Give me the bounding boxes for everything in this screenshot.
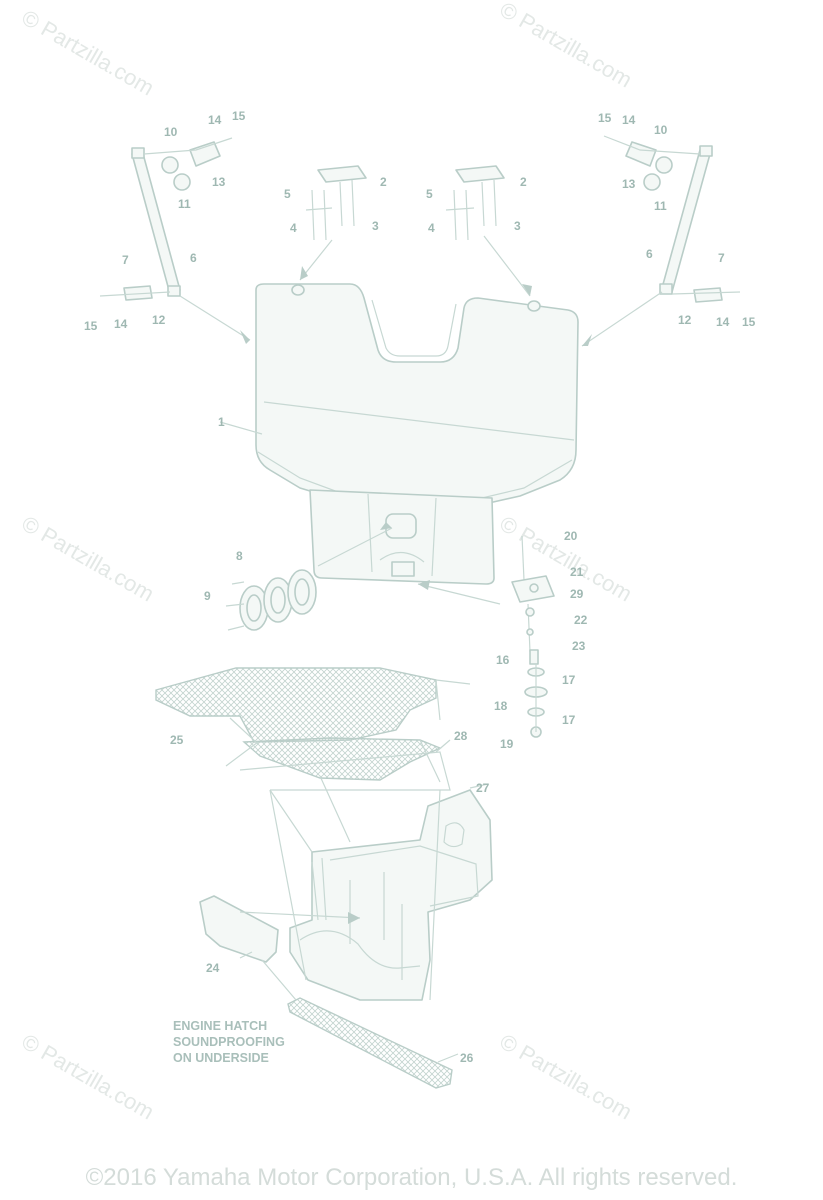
callout-number: 17 — [562, 713, 576, 727]
hinge-brackets — [305, 165, 505, 241]
leader-lines — [179, 235, 663, 1063]
callout-number: 13 — [622, 177, 636, 191]
callout-number: 29 — [570, 587, 584, 601]
callout-number: 6 — [190, 251, 197, 265]
callout-number: 2 — [520, 175, 527, 189]
callout-number: 5 — [426, 187, 433, 201]
callout-number: 8 — [236, 549, 243, 563]
callout-number: 3 — [514, 219, 521, 233]
callout-number: 14 — [716, 315, 730, 329]
side-pads — [199, 895, 453, 1089]
soundproofing-note: ENGINE HATCH SOUNDPROOFING ON UNDERSIDE — [173, 1018, 285, 1066]
callout-number: 16 — [496, 653, 510, 667]
callout-number: 20 — [564, 529, 578, 543]
callout-number: 14 — [208, 113, 222, 127]
callout-numbers: 1 2 2 3 3 4 4 5 5 6 6 7 7 8 9 10 10 11 1… — [84, 109, 756, 1065]
soundproofing-pads — [155, 667, 451, 791]
callout-number: 7 — [122, 253, 129, 267]
gas-struts — [131, 145, 713, 297]
callout-number: 15 — [742, 315, 756, 329]
callout-number: 28 — [454, 729, 468, 743]
callout-number: 18 — [494, 699, 508, 713]
callout-number: 11 — [654, 199, 667, 213]
watermark: © Partzilla.com — [496, 1029, 637, 1125]
watermark: © Partzilla.com — [18, 1029, 159, 1125]
callout-number: 2 — [380, 175, 387, 189]
callout-number: 11 — [178, 197, 191, 211]
callout-number: 24 — [206, 961, 220, 975]
callout-number: 25 — [170, 733, 184, 747]
callout-number: 15 — [232, 109, 246, 123]
watermark: © Partzilla.com — [18, 511, 159, 607]
callout-number: 17 — [562, 673, 576, 687]
engine-hatch — [255, 283, 579, 585]
callout-number: 5 — [284, 187, 291, 201]
callout-number: 26 — [460, 1051, 474, 1065]
callout-number: 3 — [372, 219, 379, 233]
callout-number: 7 — [718, 251, 725, 265]
guide-lines — [229, 679, 471, 1001]
engine-compartment — [289, 789, 493, 1001]
callout-number: 19 — [500, 737, 514, 751]
callout-number: 12 — [152, 313, 166, 327]
callout-number: 12 — [678, 313, 692, 327]
callout-number: 4 — [290, 221, 297, 235]
callout-number: 15 — [84, 319, 98, 333]
callout-number: 13 — [212, 175, 226, 189]
callout-number: 14 — [114, 317, 128, 331]
strut-fittings — [99, 135, 741, 303]
callout-number: 27 — [476, 781, 490, 795]
callout-number: 4 — [428, 221, 435, 235]
callout-number: 21 — [570, 565, 584, 579]
note-line: ENGINE HATCH — [173, 1019, 268, 1033]
watermark: © Partzilla.com — [18, 5, 159, 101]
damper-mount — [511, 535, 555, 738]
callout-number: 15 — [598, 111, 612, 125]
callout-number: 22 — [574, 613, 588, 627]
watermark: © Partzilla.com — [496, 0, 637, 92]
note-line: ON UNDERSIDE — [173, 1051, 269, 1065]
callout-number: 9 — [204, 589, 211, 603]
callout-number: 23 — [572, 639, 586, 653]
reinforcement-rings — [225, 569, 317, 631]
copyright-notice: ©2016 Yamaha Motor Corporation, U.S.A. A… — [85, 1164, 738, 1191]
callout-number: 10 — [164, 125, 178, 139]
note-line: SOUNDPROOFING — [173, 1035, 285, 1049]
callout-number: 14 — [622, 113, 636, 127]
callout-number: 6 — [646, 247, 653, 261]
callout-number: 10 — [654, 123, 668, 137]
callout-number: 1 — [218, 415, 225, 429]
